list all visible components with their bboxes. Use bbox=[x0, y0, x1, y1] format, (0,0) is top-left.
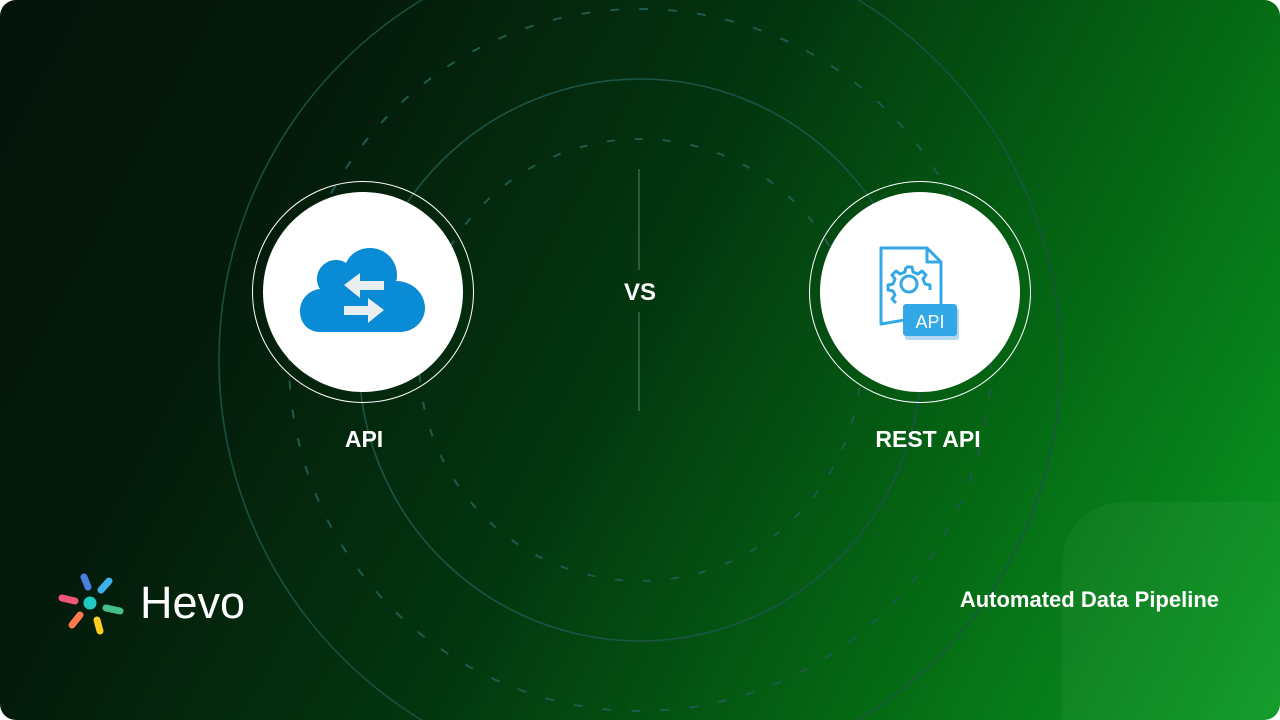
brand-tagline: Automated Data Pipeline bbox=[959, 587, 1219, 612]
rest-api-logo-ring bbox=[809, 181, 1031, 403]
divider-top bbox=[638, 169, 640, 270]
rest-api-logo: API bbox=[820, 192, 1020, 392]
vs-label: VS bbox=[623, 279, 656, 306]
decorative-card bbox=[1062, 502, 1280, 720]
api-document-gear-icon: API bbox=[879, 246, 959, 340]
brand-name: Hevo bbox=[140, 577, 246, 628]
divider-bottom bbox=[638, 312, 640, 411]
api-label: API bbox=[344, 426, 384, 452]
cloud-sync-icon bbox=[300, 248, 425, 332]
hevo-logo-icon bbox=[58, 573, 124, 635]
svg-text:API: API bbox=[915, 312, 944, 332]
api-logo bbox=[263, 192, 463, 392]
api-logo-ring bbox=[252, 181, 474, 403]
rest-api-label: REST API bbox=[875, 426, 981, 452]
